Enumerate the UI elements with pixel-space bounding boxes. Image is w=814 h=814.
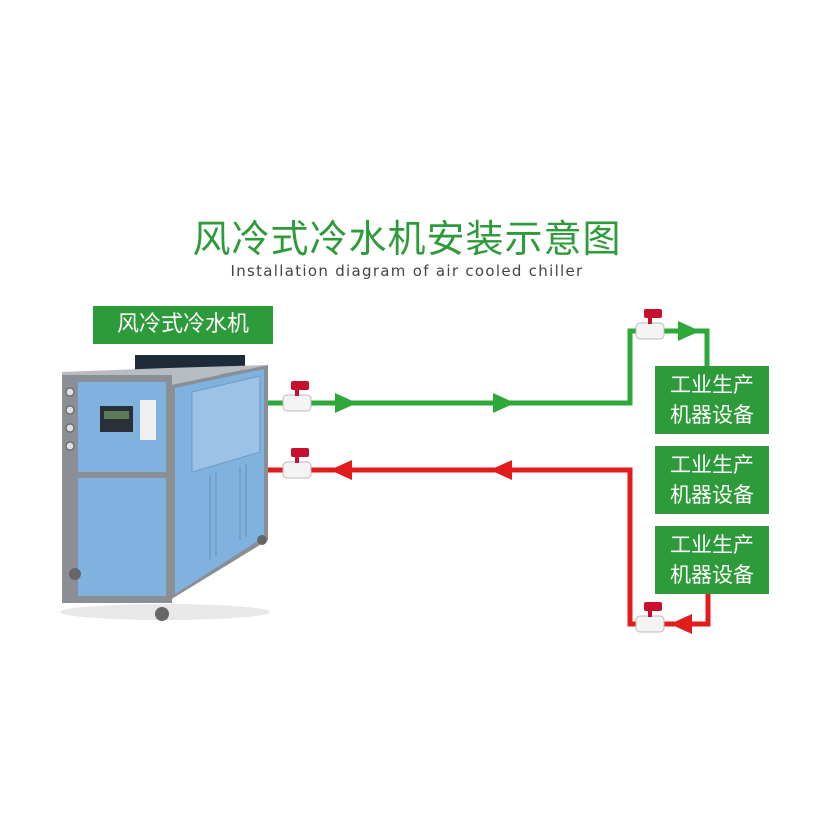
equipment-line2: 机器设备 xyxy=(670,483,754,507)
return-arrows xyxy=(330,460,692,634)
equipment-box-2: 工业生产 机器设备 xyxy=(655,446,769,514)
ball-valve-icon xyxy=(635,602,665,633)
flow-arrow-icon xyxy=(490,460,512,480)
diagram-subtitle: Installation diagram of air cooled chill… xyxy=(230,262,584,280)
equipment-box-1: 工业生产 机器设备 xyxy=(655,366,769,434)
chiller-gauge xyxy=(65,405,75,415)
equipment-line1: 工业生产 xyxy=(670,453,754,477)
chiller-display xyxy=(104,411,129,419)
chiller-wheel xyxy=(69,568,81,580)
chiller-gauge xyxy=(65,441,75,451)
flow-arrow-icon xyxy=(678,321,700,341)
return-pipe xyxy=(268,467,711,627)
ball-valve-icon xyxy=(635,309,665,340)
equipment-line1: 工业生产 xyxy=(670,533,754,557)
chiller-wheel xyxy=(257,535,267,545)
chiller-warning-sticker xyxy=(140,400,156,440)
chiller-gauge xyxy=(65,423,75,433)
chiller-gauge xyxy=(65,387,75,397)
supply-pipe xyxy=(268,328,710,406)
chiller-label: 风冷式冷水机 xyxy=(93,306,273,344)
flow-arrow-icon xyxy=(335,393,357,413)
flow-arrow-icon xyxy=(330,460,352,480)
chiller-louvers xyxy=(209,464,247,560)
equipment-line1: 工业生产 xyxy=(670,373,754,397)
chiller-front-lower-panel xyxy=(78,478,166,596)
flow-arrow-icon xyxy=(670,614,692,634)
chiller-unit-icon xyxy=(60,355,270,621)
chiller-wheel xyxy=(155,607,169,621)
ball-valve-icon xyxy=(282,381,312,412)
equipment-box-3: 工业生产 机器设备 xyxy=(655,526,769,594)
equipment-line2: 机器设备 xyxy=(670,563,754,587)
chiller-side-grille xyxy=(191,375,261,473)
supply-arrows xyxy=(335,321,700,413)
flow-arrow-icon xyxy=(493,393,515,413)
ball-valve-icon xyxy=(282,448,312,479)
diagram-title: 风冷式冷水机安装示意图 xyxy=(192,217,622,261)
equipment-line2: 机器设备 xyxy=(670,403,754,427)
